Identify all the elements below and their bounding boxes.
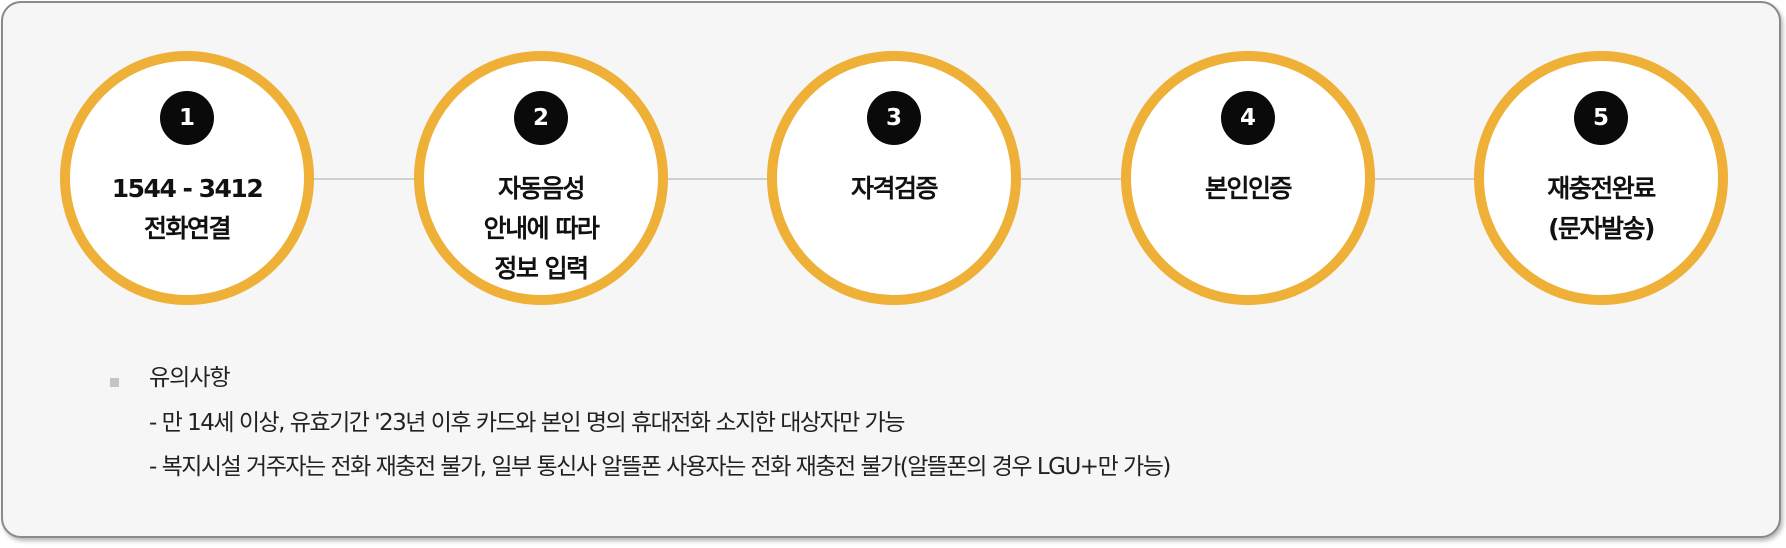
- step-connector-1-2: [313, 178, 419, 180]
- step-4: 4 본인인증: [1121, 51, 1375, 305]
- step-number-badge: 2: [514, 91, 568, 145]
- step-number-badge: 5: [1574, 91, 1628, 145]
- step-2: 2 자동음성 안내에 따라 정보 입력: [414, 51, 668, 305]
- step-3: 3 자격검증: [767, 51, 1021, 305]
- step-1: 1 1544 - 3412 전화연결: [60, 51, 314, 305]
- step-label: 1544 - 3412 전화연결: [111, 174, 264, 243]
- process-panel: 1 1544 - 3412 전화연결 2 자동음성 안내에 따라 정보 입력 3…: [1, 1, 1781, 538]
- notice-item: - 만 14세 이상, 유효기간 '23년 이후 카드와 본인 명의 휴대전화 …: [149, 410, 905, 436]
- step-number-badge: 3: [867, 91, 921, 145]
- step-label: 본인인증: [1204, 174, 1293, 203]
- step-label: 자격검증: [850, 174, 939, 203]
- step-connector-2-3: [666, 178, 772, 180]
- square-bullet-icon: [110, 378, 119, 387]
- notice-item: - 복지시설 거주자는 전화 재충전 불가, 일부 통신사 알뜰폰 사용자는 전…: [149, 454, 1171, 480]
- step-number-badge: 1: [160, 91, 214, 145]
- step-connector-3-4: [1020, 178, 1126, 180]
- notice-title: 유의사항: [149, 365, 231, 391]
- step-number-badge: 4: [1221, 91, 1275, 145]
- step-connector-4-5: [1373, 178, 1479, 180]
- step-label: 재충전완료 (문자발송): [1547, 174, 1656, 243]
- step-label: 자동음성 안내에 따라 정보 입력: [483, 174, 600, 283]
- step-5: 5 재충전완료 (문자발송): [1474, 51, 1728, 305]
